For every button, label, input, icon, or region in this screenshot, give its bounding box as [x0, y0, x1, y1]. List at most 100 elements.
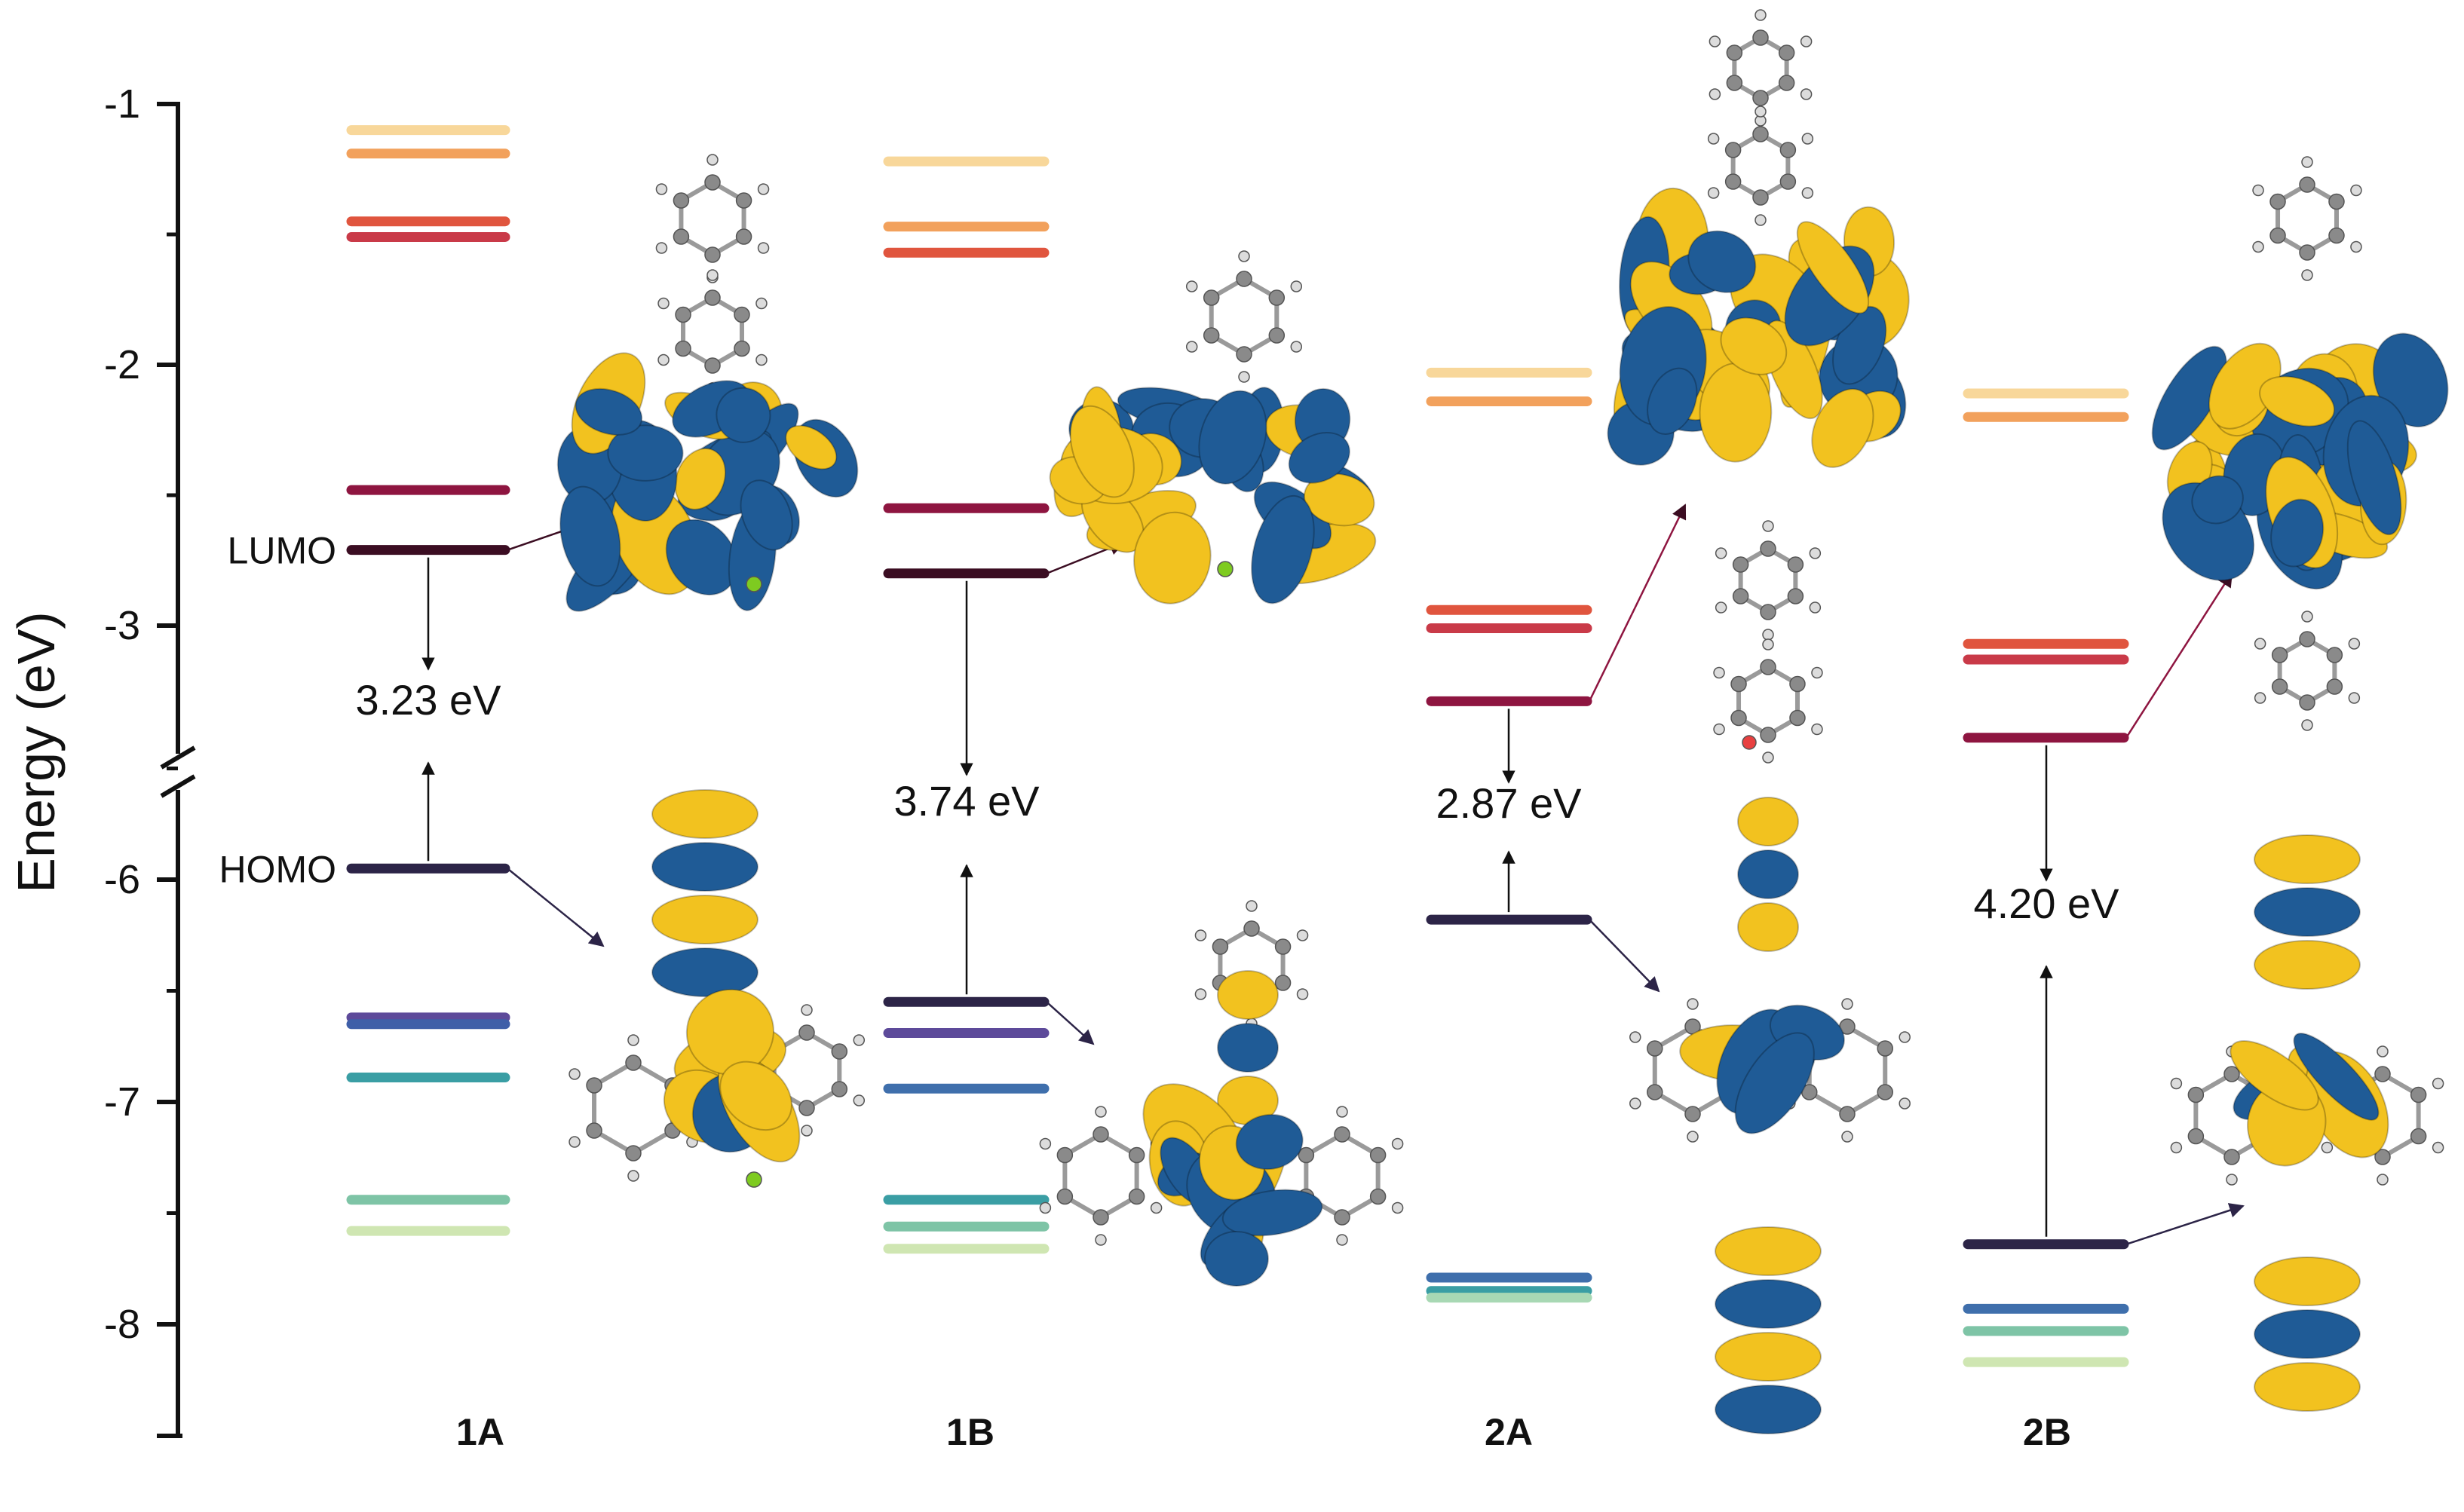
orbital-lobe: [1647, 367, 1698, 435]
orbital-connector-arrow: [1589, 919, 1660, 993]
orbital-lobe: [559, 485, 621, 587]
atom: [673, 228, 690, 245]
atom: [1809, 547, 1822, 559]
tick-label: -6: [104, 857, 140, 902]
energy-levels: [346, 125, 2129, 1367]
orbital-lobe: [1734, 1032, 1815, 1134]
atom: [704, 174, 721, 191]
atom: [1752, 189, 1769, 206]
atom: [2187, 1086, 2205, 1103]
atom: [1801, 133, 1814, 145]
y-axis-label: Energy (eV): [7, 611, 66, 892]
tick-label: -1: [104, 81, 140, 127]
atom: [1809, 601, 1822, 614]
atom: [1724, 142, 1742, 158]
atom: [1715, 547, 1727, 559]
orbital-lobe: [2254, 940, 2361, 990]
lumo-label: LUMO: [228, 530, 336, 572]
atom: [2254, 692, 2266, 704]
atom: [655, 183, 668, 195]
atom: [1801, 187, 1814, 199]
orbital-lobe: [651, 947, 759, 997]
atom: [2377, 1174, 2389, 1186]
atom: [1899, 1097, 1911, 1110]
atom: [1707, 133, 1720, 145]
orbital-connector-arrow: [1046, 1001, 1095, 1045]
atom: [2350, 184, 2362, 197]
atom: [2377, 1045, 2389, 1057]
atom: [1185, 341, 1198, 353]
atom: [1732, 588, 1749, 604]
atom: [2271, 647, 2288, 663]
axis-break-mark: [160, 745, 196, 770]
orbital-lobe: [1288, 432, 1350, 484]
orbital-lobe: [1204, 1231, 1269, 1287]
atom: [627, 1170, 639, 1182]
orbital-lobe: [2346, 420, 2402, 536]
atom: [2301, 719, 2313, 731]
atom: [1877, 1040, 1893, 1057]
orbital-lobe: [2293, 1033, 2380, 1121]
atom: [1369, 1146, 1387, 1164]
orbital-lobe: [2254, 887, 2361, 937]
atom: [1056, 1146, 1074, 1164]
orbital-lobe: [716, 387, 771, 443]
atom: [1268, 289, 1286, 306]
atom: [673, 192, 690, 209]
atom: [2269, 193, 2286, 210]
atom: [1713, 666, 1725, 679]
atom: [757, 242, 770, 254]
atom: [1290, 280, 1303, 292]
atom: [1707, 187, 1720, 199]
system-label-1B: 1B: [946, 1411, 994, 1453]
atom: [1185, 280, 1198, 292]
orbital-lobe: [1133, 511, 1212, 604]
atom: [1268, 327, 1286, 344]
atom: [1203, 289, 1220, 306]
atom: [1762, 520, 1774, 532]
atom: [1296, 988, 1309, 1000]
atom: [2432, 1077, 2444, 1090]
atom: [1128, 1146, 1145, 1164]
orbital-lobe: [719, 1061, 792, 1131]
atom: [853, 1094, 866, 1106]
orbital-lobe: [1737, 849, 1799, 899]
atom: [1730, 709, 1747, 727]
atom: [1391, 1201, 1404, 1214]
atom: [586, 1122, 602, 1139]
atom: [1726, 75, 1743, 91]
orbital-lobe: [1715, 1279, 1822, 1329]
atom: [734, 340, 750, 357]
atom: [1877, 1084, 1893, 1100]
orbital-lobe: [1069, 405, 1135, 498]
orbital-lobe: [651, 789, 759, 839]
atom: [704, 357, 721, 374]
atom: [735, 228, 752, 245]
atom: [801, 1004, 813, 1016]
atom: [1715, 601, 1727, 614]
orbital-lobe: [1251, 494, 1315, 604]
atom: [2348, 692, 2361, 704]
atom: [1336, 1106, 1348, 1118]
atom: [1724, 173, 1742, 190]
atom: [1779, 173, 1797, 190]
atom: [1709, 35, 1721, 47]
atom: [1056, 1188, 1074, 1205]
atom: [1150, 1201, 1163, 1214]
atom: [2321, 1141, 2334, 1154]
atom: [627, 1034, 639, 1046]
atom: [1800, 35, 1813, 47]
atom: [2348, 638, 2361, 650]
atom: [1238, 250, 1250, 262]
orbital-lobe: [651, 895, 759, 944]
atom: [1752, 29, 1769, 46]
atom: [2328, 227, 2345, 244]
atom: [755, 297, 768, 310]
atom: [1093, 1209, 1109, 1226]
orbital-lobe: [1221, 1189, 1323, 1237]
atom: [798, 1024, 815, 1041]
atom: [1647, 1084, 1663, 1100]
atom: [798, 1100, 815, 1116]
atom: [2226, 1174, 2238, 1186]
atom: [1336, 1234, 1348, 1246]
